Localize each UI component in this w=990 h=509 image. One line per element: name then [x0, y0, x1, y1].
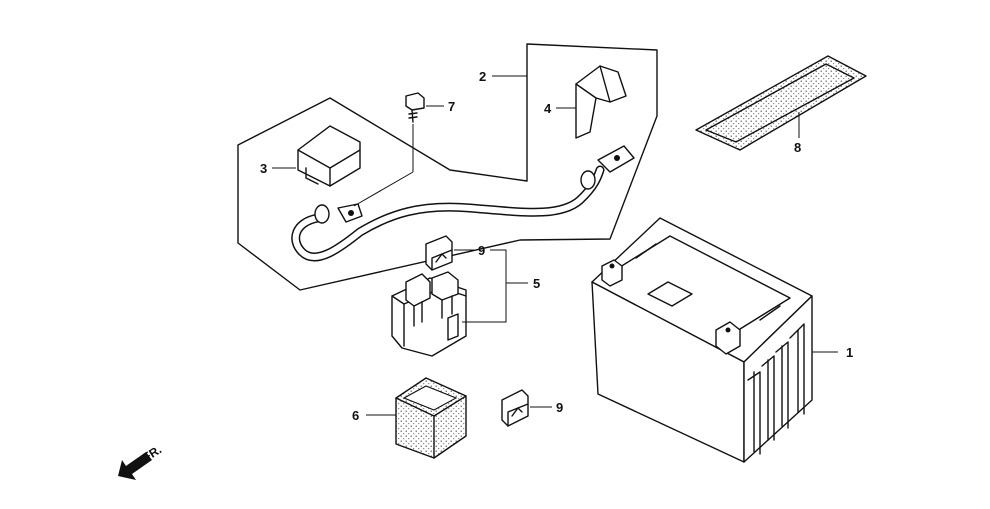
- cable-group-outline: [237, 43, 658, 291]
- leader-5-bracket: [462, 249, 507, 323]
- relay-cover: [395, 377, 467, 459]
- terminal-cap-left: [297, 125, 361, 187]
- terminal-cap-right: [575, 65, 627, 139]
- callout-8: 8: [794, 140, 801, 155]
- leader-7-diag: [353, 171, 414, 207]
- callout-3: 3: [260, 161, 267, 176]
- callout-2: 2: [479, 69, 486, 84]
- bolt: [405, 92, 425, 123]
- callout-5: 5: [533, 276, 540, 291]
- callout-9-upper: 9: [478, 243, 485, 258]
- arrow-front-icon: [118, 452, 152, 480]
- callout-6: 6: [352, 408, 359, 423]
- callout-1: 1: [846, 345, 853, 360]
- callout-7: 7: [448, 99, 455, 114]
- callout-4: 4: [544, 101, 552, 116]
- battery-band: [695, 55, 867, 151]
- battery: [591, 217, 813, 463]
- fuse-upper: [425, 235, 453, 271]
- battery-cable: [291, 145, 635, 262]
- callout-9-lower: 9: [556, 400, 563, 415]
- starter-relay: [391, 271, 467, 357]
- fuse-lower: [501, 389, 529, 427]
